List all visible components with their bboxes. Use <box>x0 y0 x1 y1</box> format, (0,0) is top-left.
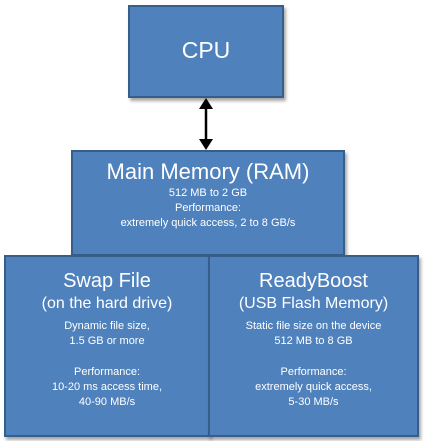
main-memory-perf-value: extremely quick access, 2 to 8 GB/s <box>120 217 296 229</box>
main-memory-box: Main Memory (RAM) 512 MB to 2 GB Perform… <box>71 150 345 256</box>
readyboost-size-line1: Static file size on the device <box>245 320 382 332</box>
swap-file-perf-line2: 40-90 MB/s <box>78 396 136 408</box>
readyboost-perf-line2: 5-30 MB/s <box>288 396 339 408</box>
swap-file-perf-label: Performance: <box>73 366 141 378</box>
swap-file-size-line2: 1.5 GB or more <box>69 335 145 347</box>
readyboost-title: ReadyBoost <box>259 270 368 292</box>
swap-file-title: Swap File <box>63 270 151 292</box>
swap-file-box: Swap File (on the hard drive) Dynamic fi… <box>4 255 210 437</box>
main-memory-perf-label: Performance: <box>174 202 242 214</box>
readyboost-box: ReadyBoost (USB Flash Memory) Static fil… <box>208 255 419 437</box>
main-memory-title: Main Memory (RAM) <box>106 159 310 184</box>
cpu-title: CPU <box>181 37 231 63</box>
readyboost-size-line2: 512 MB to 8 GB <box>274 335 353 347</box>
main-memory-size: 512 MB to 2 GB <box>168 187 248 199</box>
readyboost-subtitle: (USB Flash Memory) <box>238 295 389 312</box>
bidirectional-arrow-icon <box>199 98 213 150</box>
readyboost-perf-line1: extremely quick access, <box>255 381 372 393</box>
swap-file-size-line1: Dynamic file size, <box>64 320 150 332</box>
swap-file-perf-line1: 10-20 ms access time, <box>51 381 163 393</box>
swap-file-subtitle: (on the hard drive) <box>41 295 173 312</box>
cpu-box: CPU <box>128 5 284 98</box>
readyboost-perf-label: Performance: <box>280 366 347 378</box>
